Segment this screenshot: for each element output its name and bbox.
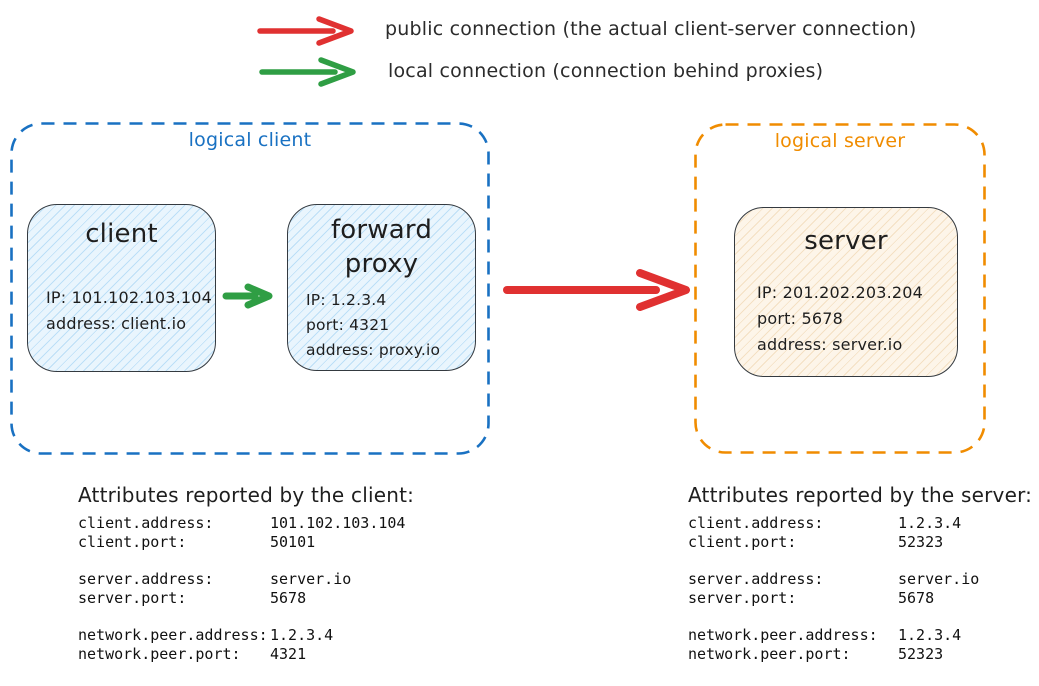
attr-value: 101.102.103.104 xyxy=(270,514,406,532)
client-address-line: address: client.io xyxy=(46,314,187,333)
attr-key: server.port: xyxy=(688,589,797,607)
server-ip-line: IP: 201.202.203.204 xyxy=(757,283,924,302)
attr-key: client.address: xyxy=(688,514,824,532)
public-connection-arrow-icon xyxy=(503,269,690,311)
client-attributes-table: client.address: 101.102.103.104 client.p… xyxy=(78,514,405,664)
logical-client-group: logical client client IP: 101.102.103.10… xyxy=(10,122,490,455)
logical-client-dashed-border xyxy=(10,122,490,455)
attr-value: server.io xyxy=(270,570,352,588)
proxy-address-line: address: proxy.io xyxy=(306,341,441,359)
attr-value: 52323 xyxy=(898,645,944,663)
client-attributes-heading: Attributes reported by the client: xyxy=(78,483,415,507)
forward-proxy-node: forward proxy IP: 1.2.3.4 port: 4321 add… xyxy=(287,204,476,371)
logical-server-group: logical server server IP: 201.202.203.20… xyxy=(694,123,986,454)
table-row: server.port: 5678 xyxy=(78,589,405,608)
local-connection-arrow-icon xyxy=(222,283,273,309)
attr-key: network.peer.port: xyxy=(688,645,851,663)
table-row: network.peer.address: 1.2.3.4 xyxy=(78,626,405,645)
table-row: client.address: 1.2.3.4 xyxy=(688,514,979,533)
server-node-details: IP: 201.202.203.204 port: 5678 address: … xyxy=(757,280,923,358)
attr-key: network.peer.address: xyxy=(688,626,878,644)
server-attributes-table: client.address: 1.2.3.4 client.port: 523… xyxy=(688,514,979,664)
attr-value: 52323 xyxy=(898,533,944,551)
red-arrow-icon xyxy=(257,16,354,46)
legend-public-connection-label: public connection (the actual client-ser… xyxy=(385,18,917,40)
attr-key: network.peer.address: xyxy=(78,626,268,644)
forward-proxy-node-details: IP: 1.2.3.4 port: 4321 address: proxy.io xyxy=(306,288,440,363)
server-node: server IP: 201.202.203.204 port: 5678 ad… xyxy=(734,207,958,377)
attr-value: server.io xyxy=(898,570,980,588)
attr-key: server.address: xyxy=(78,570,214,588)
attr-key: client.port: xyxy=(688,533,797,551)
proxy-port-line: port: 4321 xyxy=(306,316,390,334)
table-row: client.port: 52323 xyxy=(688,533,979,552)
attr-value: 50101 xyxy=(270,533,316,551)
table-row: server.port: 5678 xyxy=(688,589,979,608)
legend-local-connection-label: local connection (connection behind prox… xyxy=(388,60,824,82)
attr-value: 1.2.3.4 xyxy=(898,514,962,532)
table-row: network.peer.port: 4321 xyxy=(78,645,405,664)
attr-key: network.peer.port: xyxy=(78,645,241,663)
logical-server-label: logical server xyxy=(774,130,906,152)
logical-server-dashed-border xyxy=(694,123,986,454)
forward-proxy-node-title: forward proxy xyxy=(330,215,433,279)
server-port-line: port: 5678 xyxy=(757,309,843,328)
attr-key: server.port: xyxy=(78,589,187,607)
client-ip-line: IP: 101.102.103.104 xyxy=(46,288,213,307)
attr-value: 5678 xyxy=(270,589,307,607)
server-attributes-heading: Attributes reported by the server: xyxy=(688,483,1033,507)
server-address-line: address: server.io xyxy=(757,335,903,354)
attr-value: 1.2.3.4 xyxy=(270,626,334,644)
proxy-ip-line: IP: 1.2.3.4 xyxy=(306,291,387,309)
attr-value: 5678 xyxy=(898,589,935,607)
logical-client-label: logical client xyxy=(188,129,312,151)
table-row: client.address: 101.102.103.104 xyxy=(78,514,405,533)
attr-value: 4321 xyxy=(270,645,307,663)
table-row: server.address: server.io xyxy=(78,570,405,589)
client-node-title: client xyxy=(85,219,158,249)
attr-key: client.port: xyxy=(78,533,187,551)
table-row: server.address: server.io xyxy=(688,570,979,589)
attr-value: 1.2.3.4 xyxy=(898,626,962,644)
server-node-title: server xyxy=(804,226,888,256)
table-row: network.peer.port: 52323 xyxy=(688,645,979,664)
client-node-details: IP: 101.102.103.104 address: client.io xyxy=(46,285,212,337)
table-row: network.peer.address: 1.2.3.4 xyxy=(688,626,979,645)
client-node: client IP: 101.102.103.104 address: clie… xyxy=(27,204,216,372)
attr-key: client.address: xyxy=(78,514,214,532)
attr-key: server.address: xyxy=(688,570,824,588)
table-row: client.port: 50101 xyxy=(78,533,405,552)
green-arrow-icon xyxy=(259,57,356,87)
